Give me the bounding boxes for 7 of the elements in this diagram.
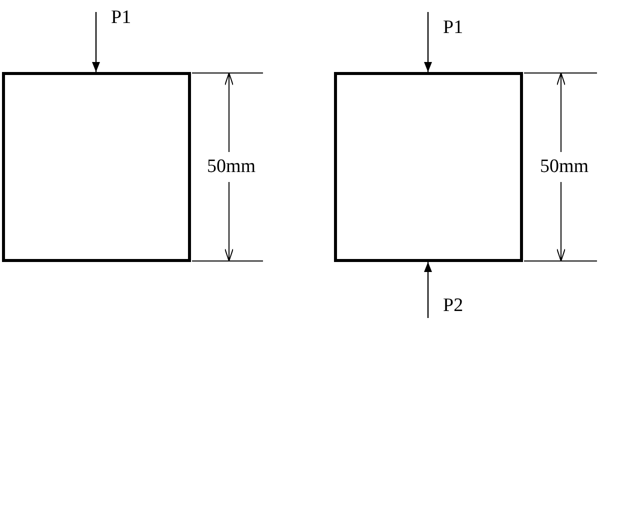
dimension-label: 50mm (207, 157, 256, 177)
force-label: P2 (443, 296, 464, 316)
force-label: P1 (443, 18, 464, 38)
square-block (334, 72, 523, 262)
force-label: P1 (111, 8, 132, 28)
square-block (2, 72, 191, 262)
dimension-label: 50mm (540, 157, 589, 177)
